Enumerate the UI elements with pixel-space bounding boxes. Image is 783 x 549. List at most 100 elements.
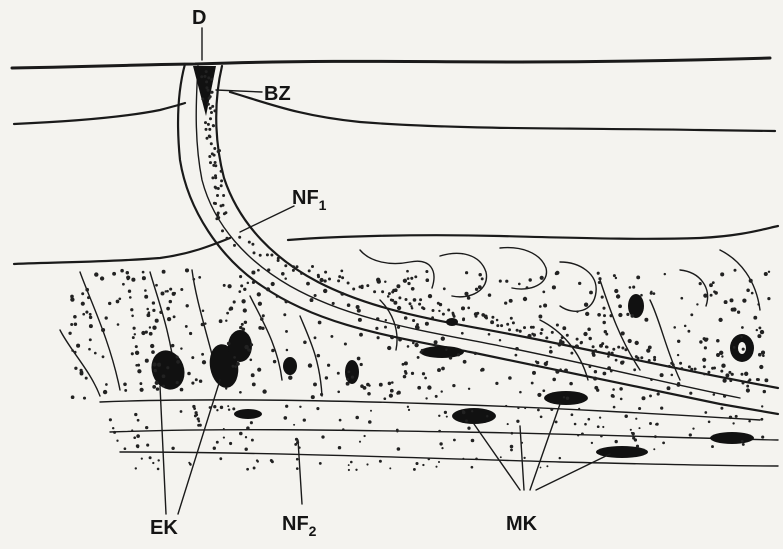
stipple-dot <box>258 326 262 330</box>
stipple-dot <box>210 142 213 145</box>
stipple-dot <box>204 121 207 124</box>
stipple-dot <box>523 297 527 301</box>
stipple-dot <box>552 285 556 289</box>
stipple-dot <box>673 326 676 329</box>
mk-nucleus <box>420 346 464 358</box>
label-d: D <box>192 7 206 29</box>
stipple-dot <box>761 351 765 355</box>
stipple-dot <box>702 358 706 362</box>
stipple-dot <box>437 368 441 372</box>
stipple-dot <box>321 435 324 438</box>
mk-nucleus <box>452 408 496 424</box>
stipple-dot <box>238 290 241 293</box>
stipple-dot <box>186 304 189 307</box>
label-bz: BZ <box>264 83 291 105</box>
stipple-dot <box>85 288 89 292</box>
mk-nucleus <box>710 432 754 444</box>
stipple-dot <box>532 371 536 375</box>
stipple-dot <box>376 317 379 320</box>
stipple-dot <box>728 371 731 374</box>
stipple-dot <box>283 313 286 316</box>
stipple-dot <box>169 300 172 303</box>
stipple-dot <box>650 378 653 381</box>
stipple-dot <box>328 278 331 281</box>
stipple-dot <box>545 336 548 339</box>
nucleus <box>234 409 262 419</box>
stipple-dot <box>73 315 77 319</box>
stipple-dot <box>311 265 314 268</box>
stipple-dot <box>640 356 643 359</box>
stipple-dot <box>311 395 315 399</box>
stipple-dot <box>342 428 345 431</box>
stipple-dot <box>162 385 165 388</box>
stipple-dot <box>351 375 354 378</box>
stipple-dot <box>213 109 216 112</box>
stipple-dot <box>607 366 611 370</box>
stipple-dot <box>202 310 205 313</box>
stipple-dot <box>403 375 407 379</box>
stipple-dot <box>687 330 690 333</box>
stipple-dot <box>338 446 341 449</box>
stipple-dot <box>137 364 140 367</box>
stipple-dot <box>156 387 159 390</box>
stipple-dot <box>721 364 725 368</box>
stipple-dot <box>132 336 135 339</box>
stipple-dot <box>128 290 131 293</box>
stipple-dot <box>398 296 401 299</box>
stipple-dot <box>189 332 192 335</box>
stipple-dot <box>207 103 210 106</box>
stipple-dot <box>742 382 745 385</box>
stipple-dot <box>306 282 310 286</box>
stipple-dot <box>475 315 478 318</box>
label-nf2: NF2 <box>282 513 317 539</box>
stipple-dot <box>615 359 618 362</box>
stipple-dot <box>434 340 438 344</box>
stipple-dot <box>676 383 680 387</box>
stipple-dot <box>227 342 231 346</box>
stipple-dot <box>475 288 478 291</box>
stipple-dot <box>467 307 470 310</box>
stipple-dot <box>471 410 473 412</box>
stipple-dot <box>213 147 216 150</box>
stipple-dot <box>390 389 394 393</box>
stipple-dot <box>768 271 770 273</box>
stipple-dot <box>707 371 710 374</box>
stipple-dot <box>212 124 215 127</box>
stipple-dot <box>703 365 706 368</box>
stipple-dot <box>462 411 466 415</box>
stipple-dot <box>584 303 588 307</box>
stipple-dot <box>580 341 583 344</box>
layer-boundaries <box>12 58 778 466</box>
stipple-dot <box>417 356 420 359</box>
stipple-dot <box>438 430 441 433</box>
stipple-dot <box>578 282 581 285</box>
stipple-dot <box>285 405 288 408</box>
stipple-dot <box>677 354 679 356</box>
stipple-dot <box>404 370 407 373</box>
stipple-dot <box>733 346 736 349</box>
stipple-dot <box>253 251 256 254</box>
stipple-dot <box>223 428 225 430</box>
stipple-dot <box>677 340 680 343</box>
stipple-dot <box>542 291 545 294</box>
stipple-dot <box>481 277 484 280</box>
stipple-dot <box>244 345 248 349</box>
label-nf2-sub: 2 <box>309 523 317 539</box>
lower-layer-line-b <box>110 430 778 440</box>
stipple-dot <box>137 369 141 373</box>
stipple-dot <box>108 302 111 305</box>
stipple-dot <box>379 460 382 463</box>
stipple-dot <box>692 427 694 429</box>
stipple-dot <box>123 383 127 387</box>
bz-pointer-line <box>216 90 262 92</box>
stipple-dot <box>213 447 216 450</box>
stipple-dot <box>608 351 611 354</box>
stipple-dot <box>223 437 225 439</box>
stipple-dot <box>286 349 289 352</box>
stipple-dot <box>396 284 400 288</box>
stipple-dot <box>609 314 612 317</box>
stipple-dot <box>587 418 590 421</box>
stipple-dot <box>624 348 627 351</box>
stipple-dot <box>414 343 418 347</box>
stipple-dot <box>444 411 447 414</box>
